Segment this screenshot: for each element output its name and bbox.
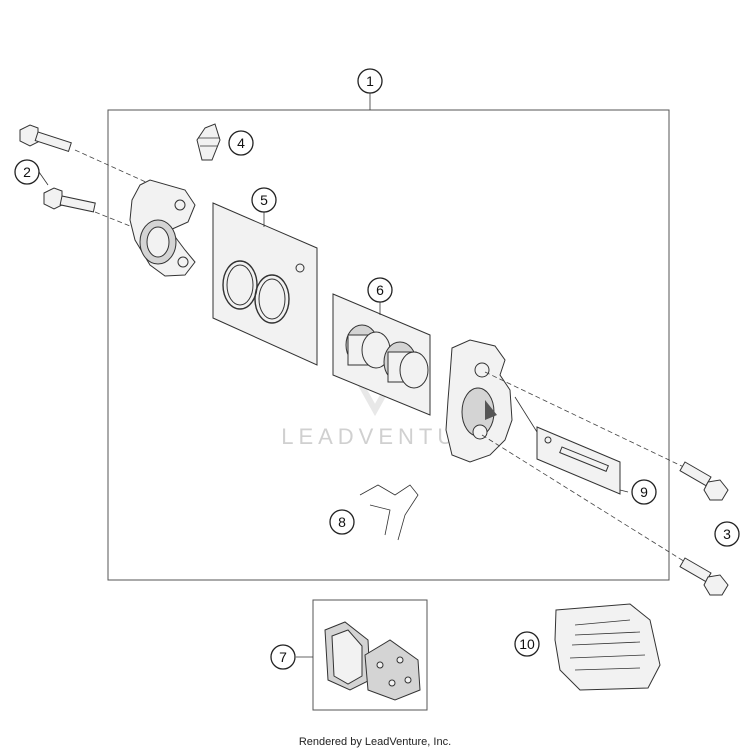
svg-text:2: 2 <box>23 164 31 180</box>
bolt-lower-left <box>43 187 96 213</box>
footer-credit: Rendered by LeadVenture, Inc. <box>298 736 452 748</box>
assembly-frame <box>107 109 670 581</box>
piston-kit <box>332 293 431 416</box>
brake-pads <box>324 621 421 701</box>
svg-text:6: 6 <box>376 282 384 298</box>
bolt-axis-lower-right <box>481 434 691 566</box>
bolt-axis-upper-left <box>74 149 149 184</box>
leader-9 <box>619 489 629 493</box>
callout-2: 2 <box>14 159 40 185</box>
leader-9b <box>514 396 538 433</box>
callout-6: 6 <box>367 277 393 303</box>
caliper-bracket <box>129 179 196 277</box>
pads-frame <box>312 599 428 711</box>
parts-diagram: LEADVENTURE <box>14 68 740 711</box>
svg-text:8: 8 <box>338 514 346 530</box>
pad-spring <box>359 484 419 541</box>
callout-4: 4 <box>228 130 254 156</box>
bolt-axis-lower-left <box>94 211 136 229</box>
instruction-leaflet <box>554 603 661 691</box>
callout-9: 9 <box>631 479 657 505</box>
svg-text:1: 1 <box>366 73 374 89</box>
callout-8: 8 <box>329 509 355 535</box>
svg-text:4: 4 <box>237 135 245 151</box>
callout-10: 10 <box>514 631 540 657</box>
svg-text:9: 9 <box>640 484 648 500</box>
leader-2 <box>38 171 49 186</box>
callout-1: 1 <box>357 68 383 94</box>
bolt-upper-right <box>679 461 729 501</box>
bolt-axis-upper-right <box>484 371 691 471</box>
svg-text:3: 3 <box>723 526 731 542</box>
pad-pin <box>536 426 621 495</box>
callout-5: 5 <box>251 187 277 213</box>
caliper-body <box>445 339 513 463</box>
bolt-lower-right <box>679 557 729 596</box>
callout-3: 3 <box>714 521 740 547</box>
svg-text:10: 10 <box>519 636 535 652</box>
callout-7: 7 <box>270 644 296 670</box>
bolt-upper-left <box>19 124 72 153</box>
svg-text:7: 7 <box>279 649 287 665</box>
svg-text:5: 5 <box>260 192 268 208</box>
seal-kit <box>212 202 318 366</box>
bleed-screw <box>196 123 221 161</box>
